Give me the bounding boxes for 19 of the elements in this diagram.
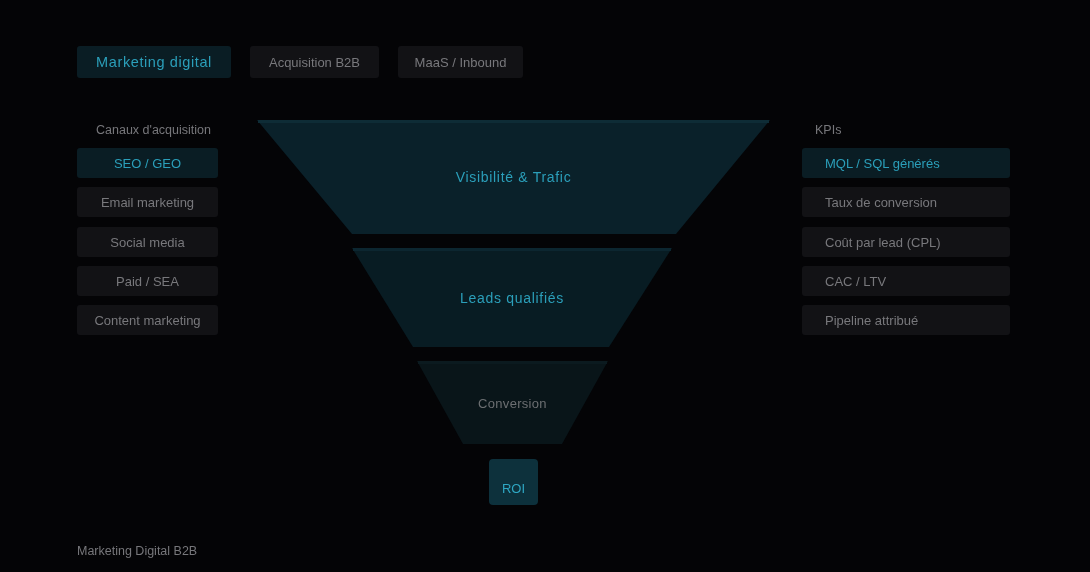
kpi-chip: Taux de conversion xyxy=(802,187,1010,217)
active-tab: Marketing digital xyxy=(77,46,231,78)
channel-chip: Email marketing xyxy=(77,187,218,217)
roi-tile: ROI xyxy=(489,459,538,505)
stage-label: Leads qualifiés xyxy=(460,289,564,306)
kpi-chip: CAC / LTV xyxy=(802,266,1010,296)
footer-text: Marketing Digital B2B xyxy=(77,544,198,558)
channel-chip: Paid / SEA xyxy=(77,266,218,296)
channel-chip: Content marketing xyxy=(77,305,218,335)
channel-chip: Social media xyxy=(77,227,218,257)
stage-label: Visibilité & Trafic xyxy=(455,169,572,185)
stage-label: Conversion xyxy=(478,395,547,410)
tab: MaaS / Inbound xyxy=(398,46,523,78)
kpi-chip: Coût par lead (CPL) xyxy=(802,227,1010,257)
kpi-chip: MQL / SQL générés xyxy=(802,148,1010,178)
channel-chip: SEO / GEO xyxy=(77,148,218,178)
kpi-chip: Pipeline attribué xyxy=(802,305,1010,335)
tab: Acquisition B2B xyxy=(250,46,379,78)
column-heading: KPIs xyxy=(815,123,842,137)
